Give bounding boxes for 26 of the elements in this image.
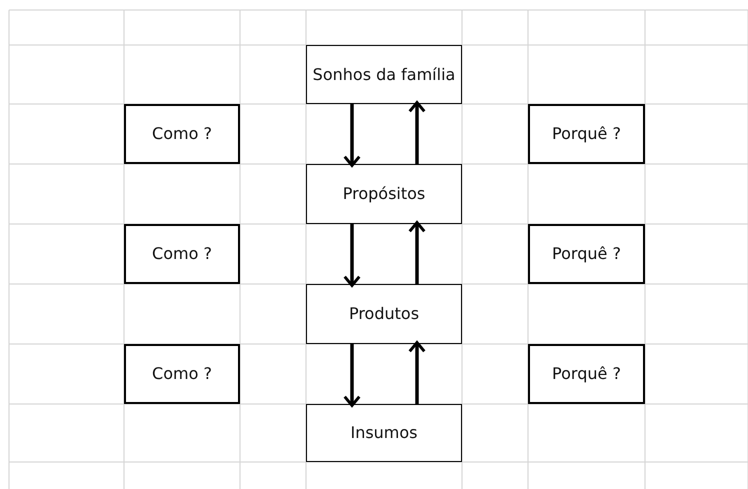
box-label: Insumos bbox=[350, 423, 418, 443]
text-box bbox=[124, 224, 240, 284]
arrow bbox=[343, 344, 361, 407]
box-label: Sonhos da família bbox=[312, 64, 456, 84]
box-label: Como ? bbox=[152, 244, 212, 264]
text-box bbox=[124, 104, 240, 164]
arrow bbox=[343, 104, 361, 167]
arrow bbox=[408, 101, 426, 164]
box-label: Porquê ? bbox=[552, 124, 621, 144]
text-box bbox=[306, 164, 462, 224]
text-box bbox=[528, 344, 645, 404]
text-box bbox=[306, 284, 462, 344]
text-box bbox=[306, 404, 462, 462]
text-box bbox=[124, 344, 240, 404]
box-label: Propósitos bbox=[342, 184, 426, 204]
text-box bbox=[528, 104, 645, 164]
box-label: Porquê ? bbox=[552, 364, 621, 384]
text-box bbox=[528, 224, 645, 284]
arrow bbox=[343, 224, 361, 287]
box-label: Como ? bbox=[152, 364, 212, 384]
box-label: Produtos bbox=[348, 304, 420, 324]
arrow bbox=[408, 341, 426, 404]
box-label: Como ? bbox=[152, 124, 212, 144]
text-box bbox=[306, 45, 462, 104]
box-label: Porquê ? bbox=[552, 244, 621, 264]
arrow bbox=[408, 221, 426, 284]
